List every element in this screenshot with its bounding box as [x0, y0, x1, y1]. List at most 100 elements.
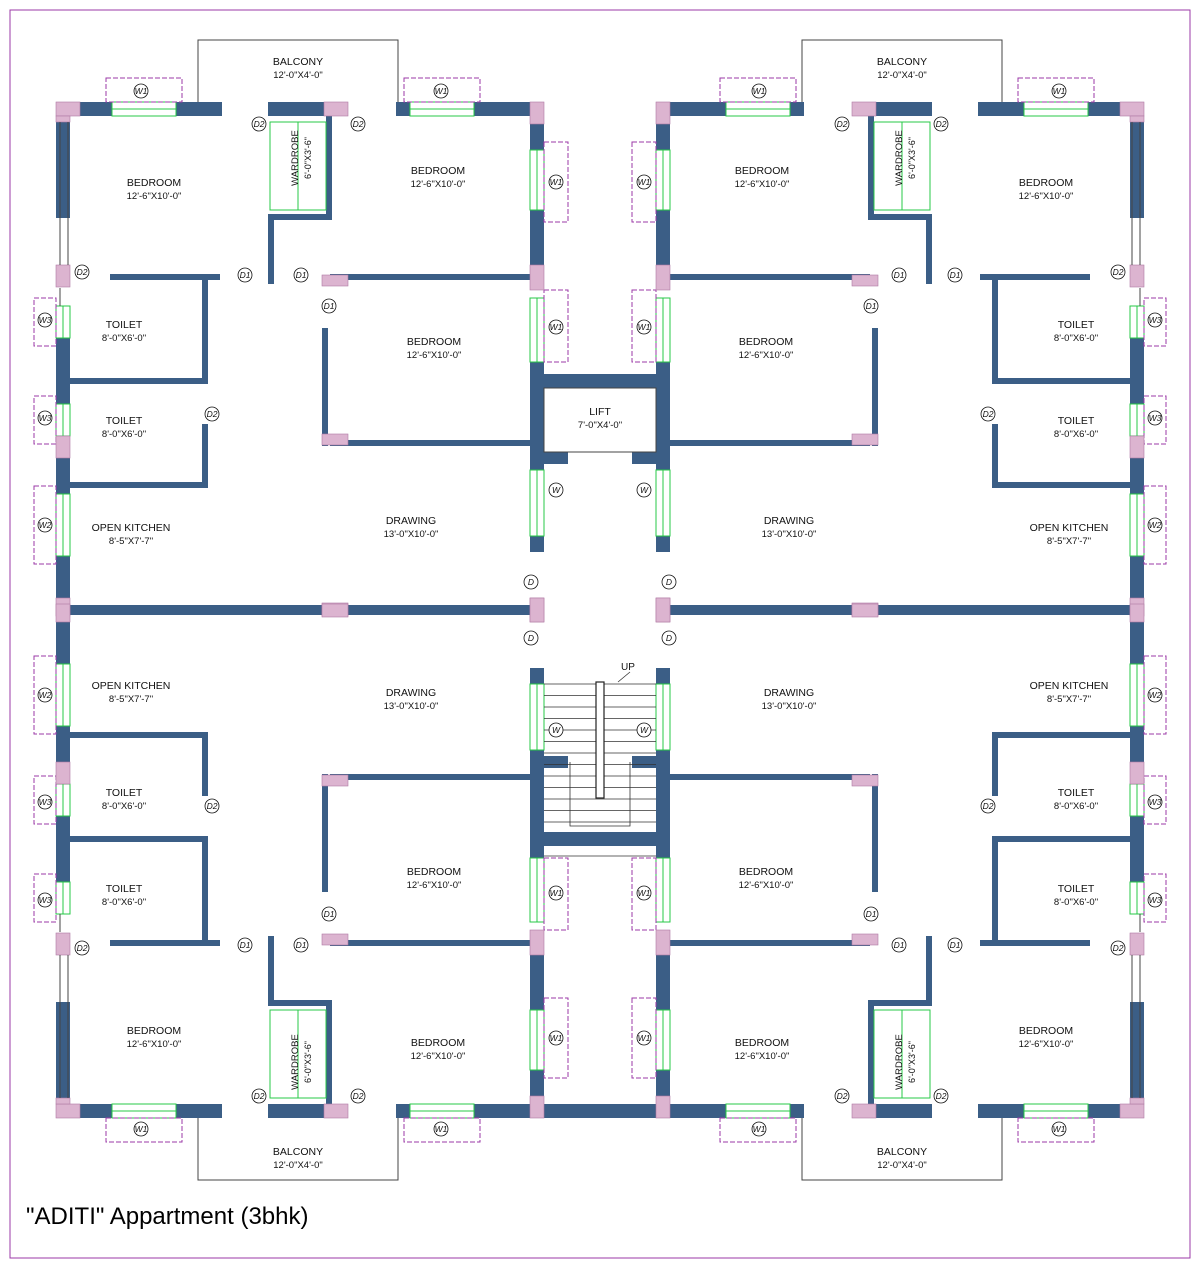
wall-segment	[868, 214, 932, 220]
window-frame	[33, 775, 57, 825]
column	[655, 1095, 671, 1119]
tag-d1-door: D1	[324, 909, 335, 919]
wall-segment	[202, 836, 208, 940]
wall-segment	[530, 948, 544, 1010]
tag-w1-window-ring	[636, 1030, 652, 1046]
tag-d1-door: D1	[950, 940, 961, 950]
tag-w2-window-ring	[37, 517, 53, 533]
tag-d2-door-ring	[350, 1088, 366, 1104]
tag-w1-window-ring	[133, 83, 149, 99]
bedroom-name: BEDROOM	[127, 1025, 181, 1037]
wall-segment	[268, 1000, 332, 1006]
wall-segment	[80, 102, 112, 116]
wall-segment	[992, 378, 1130, 384]
wardrobe-name: WARDROBE	[290, 130, 301, 186]
tag-d1-door-ring	[891, 937, 907, 953]
wall-segment	[980, 940, 1090, 946]
wall-segment	[670, 102, 726, 116]
wall-segment	[790, 1104, 804, 1118]
tag-d2-door-ring	[1110, 264, 1126, 280]
wall-segment	[70, 732, 208, 738]
tag-w3-window: W3	[1149, 895, 1162, 905]
wall-segment	[544, 832, 656, 846]
tag-w3-window-ring	[1147, 794, 1163, 810]
bedroom-name: BEDROOM	[739, 866, 793, 878]
bedroom-name: BEDROOM	[735, 1037, 789, 1049]
drawing-room-name: DRAWING	[386, 687, 436, 699]
open-kitchen-size: 8'-5"X7'-7"	[1047, 536, 1091, 547]
drawing-room-size: 13'-0"X10'-0"	[384, 529, 439, 540]
tag-w1-window: W1	[638, 322, 651, 332]
column	[55, 1097, 71, 1105]
tag-d2-door-ring	[834, 116, 850, 132]
bedroom-size: 12'-6"X10'-0"	[739, 350, 794, 361]
wall-segment	[202, 424, 208, 488]
wall-segment	[530, 750, 544, 858]
wardrobe-size: 6'-0"X3'-6"	[303, 1041, 313, 1083]
tag-w1-window: W1	[753, 86, 766, 96]
drawing-room-name: DRAWING	[764, 515, 814, 527]
wall-segment	[670, 440, 870, 446]
window-frame	[1143, 873, 1167, 923]
wardrobe-size: 6'-0"X3'-6"	[907, 1041, 917, 1083]
tag-w-window-ring	[548, 482, 564, 498]
tag-d2-door: D2	[936, 1091, 947, 1101]
wall-segment	[656, 362, 670, 470]
tag-d1-door: D1	[866, 301, 877, 311]
bedroom-name: BEDROOM	[411, 1037, 465, 1049]
tag-d1-door-ring	[947, 267, 963, 283]
room-labels: BALCONY12'-0"X4'-0"BEDROOM12'-6"X10'-0"B…	[92, 56, 1109, 1171]
wall-segment	[176, 102, 222, 116]
column	[55, 761, 71, 785]
window-frame	[105, 1117, 183, 1143]
toilet-name: TOILET	[106, 415, 143, 427]
wall-segment	[56, 338, 70, 605]
column	[323, 1103, 349, 1119]
tag-w-window: W	[640, 725, 649, 735]
walls	[56, 102, 1144, 1118]
tag-w2-window-ring	[1147, 517, 1163, 533]
bedroom-size: 12'-6"X10'-0"	[735, 1051, 790, 1062]
lift-size: 7'-0"X4'-0"	[578, 420, 622, 431]
bedroom-size: 12'-6"X10'-0"	[407, 880, 462, 891]
wall-segment	[202, 732, 208, 796]
tag-d2-door: D2	[837, 119, 848, 129]
tag-d2-door-ring	[74, 264, 90, 280]
wall-segment	[330, 274, 530, 280]
window-frame	[33, 297, 57, 347]
tag-d1-door-ring	[237, 267, 253, 283]
drawing-room-name: DRAWING	[764, 687, 814, 699]
window-frame	[403, 77, 481, 103]
wall-segment	[330, 440, 530, 446]
window-frame	[33, 655, 57, 735]
balcony-name: BALCONY	[877, 1146, 927, 1158]
wall-segment	[330, 940, 530, 946]
wall-segment	[872, 774, 878, 892]
column	[655, 929, 671, 956]
bedroom-size: 12'-6"X10'-0"	[127, 1039, 182, 1050]
tag-d2-door-ring	[204, 798, 220, 814]
wardrobe-size: 6'-0"X3'-6"	[303, 137, 313, 179]
tag-w3-window-ring	[37, 312, 53, 328]
tag-d1-door: D1	[950, 270, 961, 280]
column	[55, 435, 71, 459]
tag-d1-door: D1	[240, 270, 251, 280]
tag-w3-window: W3	[1149, 413, 1162, 423]
drawing-room-size: 13'-0"X10'-0"	[384, 701, 439, 712]
tag-d-door-ring	[661, 630, 677, 646]
toilet-size: 8'-0"X6'-0"	[102, 801, 146, 812]
tag-w3-window-ring	[1147, 892, 1163, 908]
column	[655, 597, 671, 623]
wall-segment	[80, 1104, 112, 1118]
tag-w2-window: W2	[1149, 690, 1162, 700]
outline	[197, 1118, 399, 1181]
wall-segment	[202, 280, 208, 384]
toilet-name: TOILET	[1058, 787, 1095, 799]
wall-segment	[326, 1000, 332, 1118]
tag-w1-window: W1	[435, 1124, 448, 1134]
window-frame	[719, 77, 797, 103]
plan-title: "ADITI" Appartment (3bhk)	[26, 1203, 309, 1230]
wall-segment	[992, 836, 998, 940]
open-kitchen-size: 8'-5"X7'-7"	[109, 536, 153, 547]
